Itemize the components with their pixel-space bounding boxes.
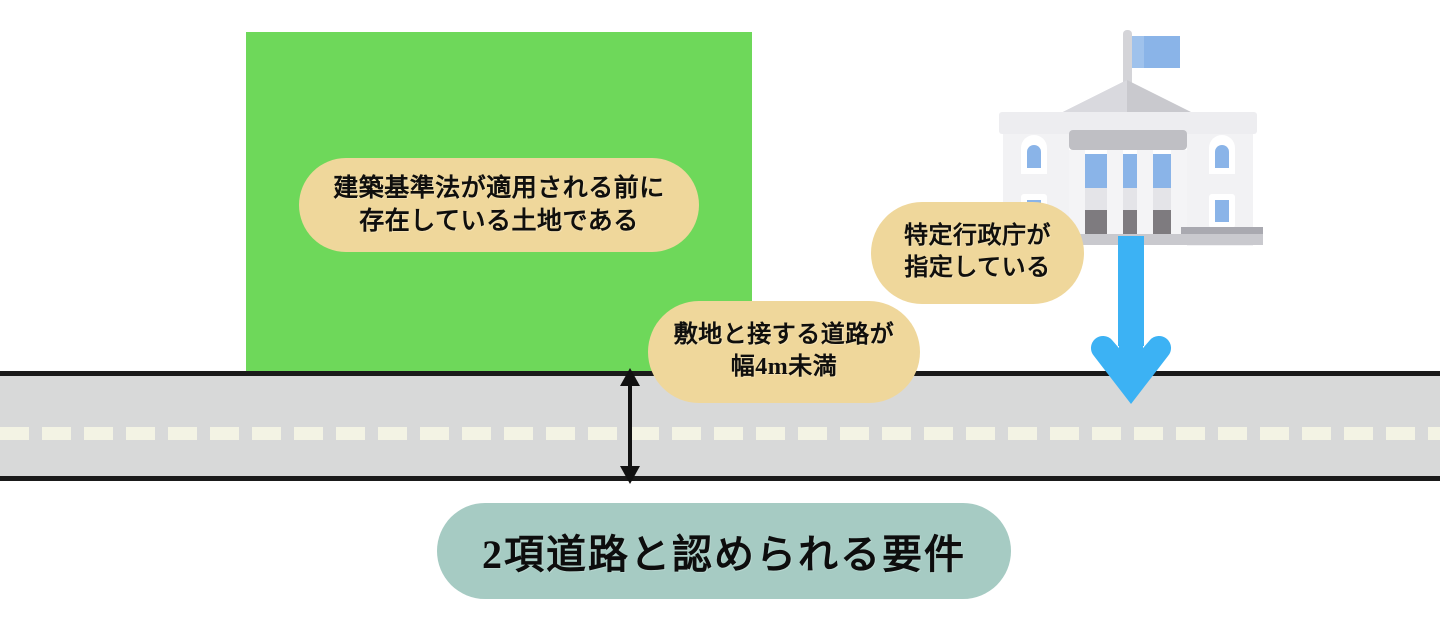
conclusion-banner-text: 2項道路と認められる要件 <box>482 532 966 577</box>
callout-land-precondition-text: 建築基準法が適用される前に 存在している土地である <box>333 175 665 235</box>
callout-land-precondition: 建築基準法が適用される前に 存在している土地である <box>299 158 699 252</box>
callout-designating-authority: 特定行政庁が 指定している <box>871 202 1084 304</box>
government-office-building-icon <box>985 22 1275 247</box>
road-width-dimension-arrow <box>612 366 648 486</box>
conclusion-banner: 2項道路と認められる要件 <box>437 503 1011 599</box>
designation-arrow <box>1088 236 1174 408</box>
callout-designating-authority-text: 特定行政庁が 指定している <box>904 223 1051 281</box>
callout-road-width: 敷地と接する道路が 幅4m未満 <box>648 301 920 403</box>
callout-road-width-text: 敷地と接する道路が 幅4m未満 <box>673 322 895 380</box>
road-centerline <box>0 427 1440 440</box>
